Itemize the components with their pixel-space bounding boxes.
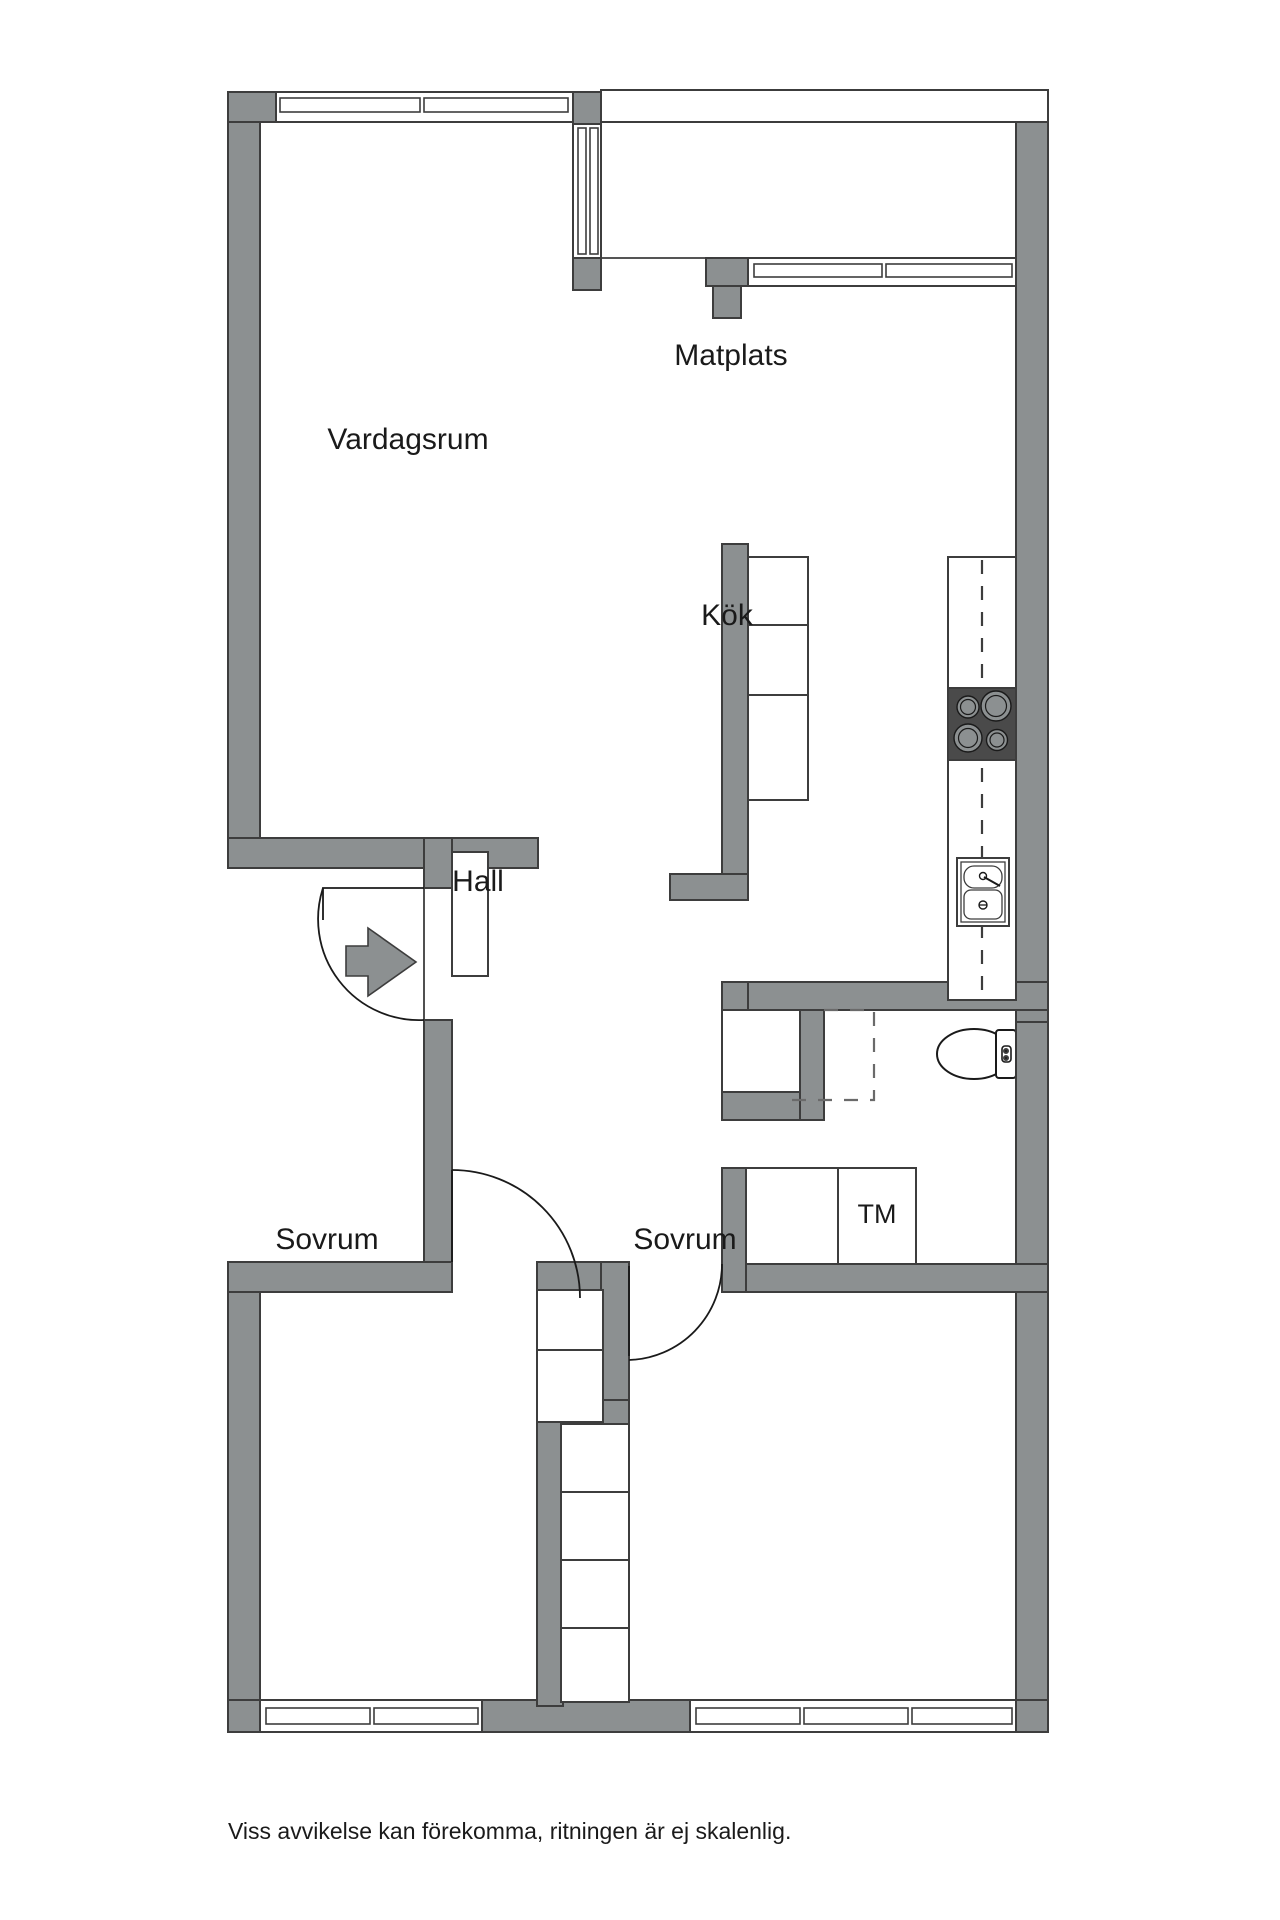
closets-layer xyxy=(451,851,630,1703)
wall-bathroom-bottom xyxy=(721,1263,1049,1293)
room-label-sovrum-hoger: Sovrum xyxy=(633,1223,736,1256)
walls-layer xyxy=(227,91,1049,1733)
washing-machine-icon xyxy=(745,1167,917,1265)
wall-closet-right-upper xyxy=(600,1261,630,1411)
balcony-rail-top xyxy=(600,89,1049,123)
doors-layer xyxy=(317,887,723,1361)
closet-center-lower xyxy=(560,1423,630,1703)
wall-kitchen-partition-foot xyxy=(669,873,749,901)
hall-wardrobe xyxy=(451,851,489,977)
wall-pier-top-middle xyxy=(572,91,602,125)
bedroom-door-left-arc[interactable] xyxy=(451,1169,581,1299)
window-living-room-top xyxy=(275,91,574,123)
wall-exterior-right-upper xyxy=(1015,121,1049,1023)
kitchen-sink-icon xyxy=(956,857,1010,927)
interior-outline-layer xyxy=(601,89,1048,1264)
stove-icon xyxy=(947,687,1017,761)
windows-layer xyxy=(259,89,1049,1733)
closet-center-upper xyxy=(536,1289,604,1423)
wall-hall-left-upper xyxy=(423,837,453,889)
wall-bathroom-left-foot xyxy=(721,1091,801,1121)
wall-kitchen-partition-vertical xyxy=(721,543,749,901)
shower-area-dashed xyxy=(788,1008,876,1102)
kitchen-counter-run xyxy=(947,556,1017,1001)
wall-exterior-top-left xyxy=(227,91,277,123)
appliance-label-tm: TM xyxy=(858,1199,897,1229)
room-label-vardagsrum: Vardagsrum xyxy=(327,423,488,456)
bathroom-cabinet xyxy=(721,1009,801,1093)
window-bedroom-right-bottom xyxy=(689,1699,1017,1733)
wall-closet-left-lower xyxy=(536,1399,564,1707)
room-label-kok: Kök xyxy=(701,599,754,632)
bathroom-fixtures-layer xyxy=(721,1008,1017,1265)
room-label-matplats: Matplats xyxy=(674,339,787,372)
kitchen-fixtures-layer xyxy=(747,556,1017,1001)
window-dining-lower xyxy=(747,257,1017,287)
wall-hall-left-lower xyxy=(423,1019,453,1263)
room-label-sovrum-vanster: Sovrum xyxy=(275,1223,378,1256)
room-label-hall: Hall xyxy=(452,865,504,898)
entry-door[interactable] xyxy=(317,887,425,1021)
kitchen-cabinets-partition xyxy=(747,556,809,801)
wall-pier-balcony-lower-left xyxy=(572,257,602,291)
wall-exterior-right-lower xyxy=(1015,1021,1049,1733)
labels-layer: Vardagsrum Matplats Kök Hall Sovrum Sovr… xyxy=(228,339,896,1844)
wall-exterior-left-upper xyxy=(227,91,261,869)
disclaimer-text: Viss avvikelse kan förekomma, ritningen … xyxy=(228,1818,791,1844)
bedroom-door-right-arc[interactable] xyxy=(628,1263,723,1361)
wall-bathroom-closet-divider xyxy=(799,1009,825,1121)
window-bedroom-left-bottom xyxy=(259,1699,483,1733)
wall-livingroom-hall-divider xyxy=(227,837,539,869)
balcony-door[interactable] xyxy=(572,123,602,259)
entry-arrow-icon xyxy=(345,926,418,998)
wall-exterior-left-lower xyxy=(227,1261,261,1733)
wall-hall-bottom-left xyxy=(227,1261,453,1293)
toilet-icon xyxy=(936,1028,1017,1080)
wall-pier-dining-inner-head xyxy=(705,257,749,287)
